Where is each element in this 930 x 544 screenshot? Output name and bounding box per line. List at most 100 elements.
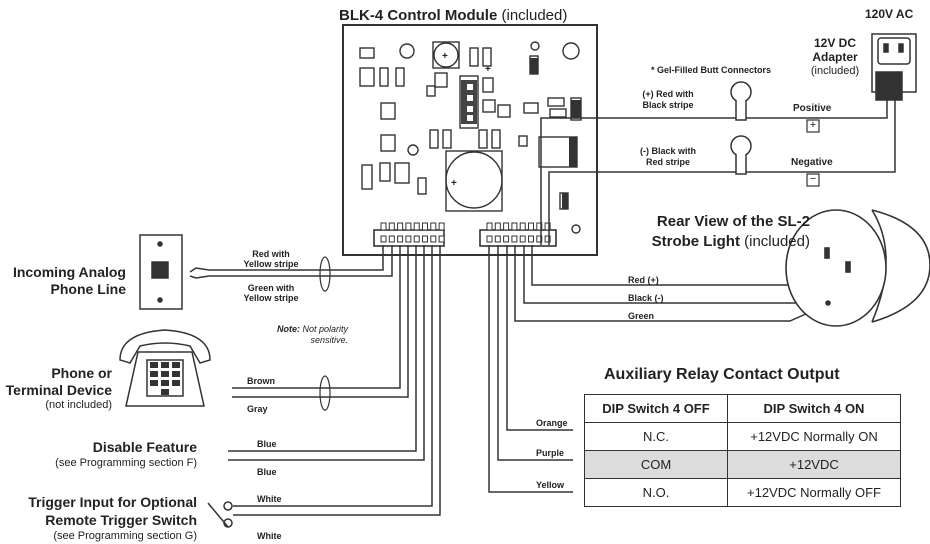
polarity-note-2: sensitive. bbox=[310, 335, 348, 345]
wire-power-positive bbox=[540, 98, 888, 245]
header-pin bbox=[422, 222, 428, 231]
wire-white-1 bbox=[233, 245, 433, 507]
polarity-note-1: Note: Not polarity bbox=[260, 325, 348, 334]
strobe-light-icon bbox=[785, 209, 930, 327]
wire-label-purple: Purple bbox=[536, 448, 565, 458]
relay-header-on: DIP Switch 4 ON bbox=[727, 394, 901, 423]
trigger-label-1: Trigger Input for Optional bbox=[28, 494, 197, 510]
header-pin bbox=[388, 222, 395, 231]
strobe-title-1: Rear View of the SL-2 bbox=[656, 213, 810, 230]
relay-table-header: DIP Switch 4 OFF DIP Switch 4 ON bbox=[584, 394, 901, 423]
wire-yellow bbox=[488, 245, 573, 493]
wire-gray bbox=[232, 245, 409, 398]
svg-text:+: + bbox=[451, 178, 457, 189]
wire-brown bbox=[232, 245, 401, 389]
wire-label-yellow: Yellow bbox=[536, 480, 565, 490]
wire-strobe-black bbox=[523, 245, 828, 304]
strobe-green-label: Green bbox=[628, 311, 655, 321]
relay-cell-on: +12VDC Normally ON bbox=[727, 422, 901, 451]
ac-label: 120V AC bbox=[865, 7, 914, 21]
trigger-sub: (see Programming section G) bbox=[53, 530, 197, 542]
wire-label-green-2: Yellow stripe bbox=[243, 293, 299, 303]
phone-line-label-2: Phone Line bbox=[50, 281, 126, 297]
header-pin bbox=[544, 222, 551, 231]
page-title: BLK-4 Control Module (included) bbox=[339, 8, 567, 23]
adapter-included: (included) bbox=[810, 65, 860, 77]
header-pin bbox=[536, 222, 543, 231]
header-pin bbox=[397, 222, 404, 231]
header-pin bbox=[438, 222, 445, 231]
strobe-title-name: Strobe Light bbox=[651, 233, 740, 250]
phone-jack bbox=[139, 234, 210, 310]
negative-symbol: − bbox=[809, 173, 817, 185]
terminal-pin bbox=[397, 235, 404, 243]
wire-green-yellow bbox=[209, 245, 393, 277]
svg-text:+: + bbox=[442, 51, 448, 62]
wire-white-2 bbox=[233, 245, 441, 516]
wire-label-white-2: White bbox=[257, 531, 282, 541]
relay-title: Auxiliary Relay Contact Output bbox=[604, 366, 840, 383]
trigger-label-2: Remote Trigger Switch bbox=[45, 512, 197, 528]
phone-device-label-1: Phone or bbox=[51, 365, 112, 381]
right-terminal-block bbox=[479, 229, 557, 247]
pos-wire-label-1: (+) Red with bbox=[642, 89, 694, 99]
wire-strobe-red bbox=[531, 245, 829, 303]
header-pin bbox=[511, 222, 518, 231]
telephone-icon bbox=[119, 329, 211, 407]
positive-symbol: + bbox=[809, 119, 817, 131]
wire-label-red-1: Red with bbox=[252, 249, 290, 259]
pos-wire-label-2: Black stripe bbox=[642, 100, 694, 110]
neg-wire-label-2: Red stripe bbox=[645, 157, 690, 167]
wire-strobe-green bbox=[514, 245, 829, 322]
wire-label-green-1: Green with bbox=[247, 283, 295, 293]
relay-cell-on: +12VDC Normally OFF bbox=[727, 478, 901, 507]
header-pin bbox=[528, 222, 534, 231]
wire-label-orange: Orange bbox=[536, 418, 568, 428]
phone-device-sub: (not included) bbox=[45, 399, 112, 411]
terminal-pin bbox=[422, 235, 428, 243]
disable-feature-sub: (see Programming section F) bbox=[55, 457, 197, 469]
wire-label-blue-2: Blue bbox=[257, 467, 277, 477]
relay-table: DIP Switch 4 OFF DIP Switch 4 ON N.C. +1… bbox=[584, 394, 901, 507]
wire-power-negative bbox=[548, 98, 896, 245]
strobe-red-label: Red (+) bbox=[628, 275, 659, 285]
negative-label: Negative bbox=[791, 157, 833, 168]
strobe-black-label: Black (-) bbox=[628, 293, 664, 303]
svg-text:+: + bbox=[485, 64, 491, 75]
disable-feature-label: Disable Feature bbox=[92, 439, 197, 455]
terminal-pin bbox=[438, 235, 445, 243]
relay-cell-on: +12VDC bbox=[727, 450, 901, 479]
wire-label-white-1: White bbox=[257, 494, 282, 504]
left-terminal-pins bbox=[380, 222, 445, 243]
wire-purple bbox=[497, 245, 573, 461]
wire-label-brown: Brown bbox=[247, 376, 275, 386]
relay-cell-off: COM bbox=[584, 450, 728, 479]
wire-label-gray: Gray bbox=[247, 404, 268, 414]
wire-label-red-2: Yellow stripe bbox=[243, 259, 299, 269]
header-pin bbox=[380, 222, 387, 231]
relay-cell-off: N.O. bbox=[584, 478, 728, 507]
terminal-pin bbox=[519, 235, 526, 243]
adapter-label-1: 12V DC bbox=[813, 36, 857, 50]
board-components bbox=[359, 41, 582, 234]
dip-switch bbox=[461, 80, 477, 124]
header-pin bbox=[413, 222, 420, 231]
terminal-pin bbox=[380, 235, 387, 243]
wire-blue-1 bbox=[228, 245, 417, 452]
neg-wire-label-1: (-) Black with bbox=[639, 146, 696, 156]
power-adapter bbox=[875, 71, 903, 101]
phone-device-label-2: Terminal Device bbox=[5, 382, 112, 398]
header-pin bbox=[494, 222, 501, 231]
table-row: N.O. +12VDC Normally OFF bbox=[584, 478, 901, 507]
wire-label-blue-1: Blue bbox=[257, 439, 277, 449]
strobe-title-2: Strobe Light (included) bbox=[590, 234, 810, 249]
terminal-pin bbox=[544, 235, 551, 243]
module-name: BLK-4 Control Module bbox=[339, 7, 498, 24]
wire-red-yellow bbox=[209, 245, 384, 271]
right-terminal-pins bbox=[486, 222, 551, 243]
strobe-included: (included) bbox=[739, 233, 810, 250]
adapter-label-2: Adapter bbox=[812, 50, 858, 64]
positive-label: Positive bbox=[793, 103, 832, 114]
wire-blue-2 bbox=[228, 245, 425, 461]
